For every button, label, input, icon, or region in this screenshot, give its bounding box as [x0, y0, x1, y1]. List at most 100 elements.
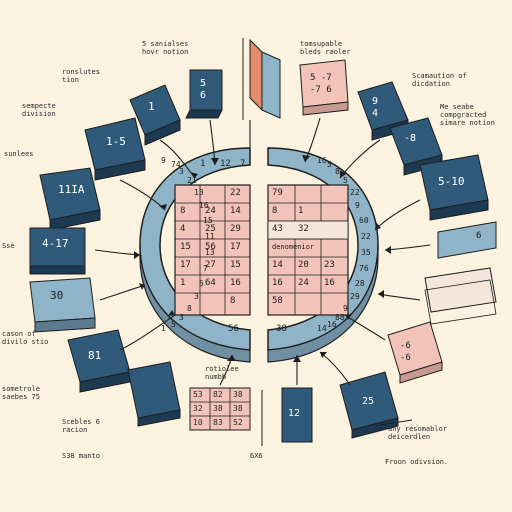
- right-grid-cell: 16: [272, 278, 283, 288]
- tile-15: [281, 387, 313, 443]
- bottom-table-cell: 53: [193, 390, 203, 399]
- ring-right-value: 5: [327, 160, 332, 169]
- right-grid-cell: 58: [272, 296, 283, 306]
- label-top-right: tomsupable bleds raoler: [300, 40, 351, 56]
- ring-right-value: 22: [361, 232, 371, 241]
- left-grid-cell: 14: [230, 206, 241, 216]
- bottom-table-cell: 38: [233, 404, 243, 413]
- label-left-7: Scebles 6 racion: [62, 418, 100, 434]
- ring-left-value: 15: [203, 216, 213, 225]
- tile-14-text: 25: [362, 396, 375, 407]
- tile-10-text: -8: [404, 133, 417, 144]
- bottom-table-cell: 38: [233, 390, 243, 399]
- ring-right-value: 28: [355, 279, 365, 288]
- tile-7: [185, 69, 223, 119]
- tile-4-text: 4-17: [42, 237, 69, 250]
- tile-16: [127, 361, 181, 427]
- center-grids: [174, 184, 349, 316]
- right-grid-cell: 16: [324, 278, 335, 288]
- tiles: [29, 59, 497, 443]
- tile-6-text: 81: [88, 349, 102, 362]
- right-grid-cell: 1: [298, 206, 304, 216]
- ring-right-value: 22: [350, 188, 360, 197]
- label-left-1: ronslutes tion: [62, 68, 100, 84]
- tile-3: [39, 167, 101, 231]
- left-grid-cell: 27: [205, 260, 216, 270]
- tile-1-text: 1: [148, 100, 155, 113]
- left-grid-cell: 15: [180, 242, 191, 252]
- ring-header-cell: 1: [200, 159, 206, 169]
- left-grid-cell: 8: [230, 296, 236, 306]
- label-bottom-axis: 6X6: [250, 452, 263, 460]
- ring-left-value: 7: [203, 264, 208, 273]
- ring-bottom-left-value: 56: [228, 324, 239, 334]
- ring-left-value: 74: [171, 160, 181, 169]
- ring-right-value: 16: [317, 156, 327, 165]
- tile-2: [84, 117, 146, 181]
- label-left-5: cason of divilo stio: [2, 330, 49, 346]
- right-pointer-line: [379, 419, 413, 426]
- bottom-table-cell: 38: [213, 404, 223, 413]
- label-right-3: any resomablor deicerdlen: [388, 425, 448, 441]
- left-grid-cell: 25: [205, 224, 216, 234]
- ring-left-value: 13: [205, 248, 215, 257]
- ring-left-value: 3: [179, 313, 184, 322]
- ring-left-value: 16: [199, 201, 209, 210]
- label-left-3: sunlees: [4, 150, 34, 158]
- right-grid-cell: 32: [298, 224, 309, 234]
- bottom-table-cell: 32: [193, 404, 203, 413]
- ring-left-value: 11: [205, 232, 215, 241]
- tile-14: [339, 371, 399, 439]
- ring-right-value: 35: [361, 248, 371, 257]
- left-grid-cell: 17: [230, 242, 241, 252]
- tile-11: [419, 154, 489, 221]
- tile-13-text: -6 -6: [400, 341, 411, 363]
- tile-12-text: 6: [476, 231, 482, 241]
- ring-left-value: 13: [194, 188, 204, 197]
- label-left-6: sometrole saebes 75: [2, 385, 40, 401]
- label-left-8: S38 manto: [62, 452, 100, 460]
- ring-left-value: 1: [161, 324, 166, 333]
- label-top-center: 5 sanialses hovr notion: [142, 40, 189, 56]
- ring-header-cell: 7: [240, 159, 246, 169]
- tile-8-text: 5 -7 -7 6: [310, 73, 332, 95]
- label-left-4: Ssè: [2, 242, 15, 250]
- ring-header-cell: 12: [220, 159, 231, 169]
- ring-right-side: [267, 244, 379, 363]
- right-grid-cell: 20: [298, 260, 309, 270]
- ring-left-value: 3: [179, 167, 184, 176]
- right-grid-cell: 14: [272, 260, 283, 270]
- left-grid-cell: 64: [205, 278, 216, 288]
- left-grid-cell: 17: [180, 260, 191, 270]
- tile-1: [129, 84, 181, 146]
- tile-9-text: 9 4: [372, 96, 379, 119]
- ring-left-value: 21: [187, 176, 197, 185]
- right-grid-cell: 79: [272, 188, 283, 198]
- ring-left-value: 5: [171, 320, 176, 329]
- right-grid-cell: denomenior: [272, 243, 315, 251]
- tile-15-text: 12: [288, 408, 301, 419]
- tile-12: [437, 221, 497, 259]
- bottom-table-cell: 82: [213, 390, 223, 399]
- ring-right-value: 60: [359, 216, 369, 225]
- left-grid-cell: 24: [205, 206, 216, 216]
- bottom-table-cell: 52: [233, 418, 243, 427]
- tile-4: [29, 227, 86, 275]
- tile-5: [29, 277, 96, 333]
- left-grid-cell: 8: [180, 206, 186, 216]
- ring-bottom-right-value: 38: [276, 324, 287, 334]
- label-bottom-center: rotiolee numbb: [205, 365, 239, 381]
- tile-3-text: 11IA: [58, 183, 85, 196]
- bottom-table-shape: [189, 387, 251, 431]
- right-grid-cell: 23: [324, 260, 335, 270]
- left-grid-cell: 4: [180, 224, 186, 234]
- right-grid-cell: 43: [272, 224, 283, 234]
- ring-right-value: 9: [355, 201, 360, 210]
- ring-right-value: 14: [317, 324, 327, 333]
- tile-7-text: 5 6: [200, 78, 207, 101]
- ring-right-value: 76: [359, 264, 369, 273]
- bottom-table-cell: 10: [193, 418, 203, 427]
- ring-left-side: [139, 244, 251, 363]
- label-right-2: Me seabe compgracted simare notion: [440, 103, 495, 127]
